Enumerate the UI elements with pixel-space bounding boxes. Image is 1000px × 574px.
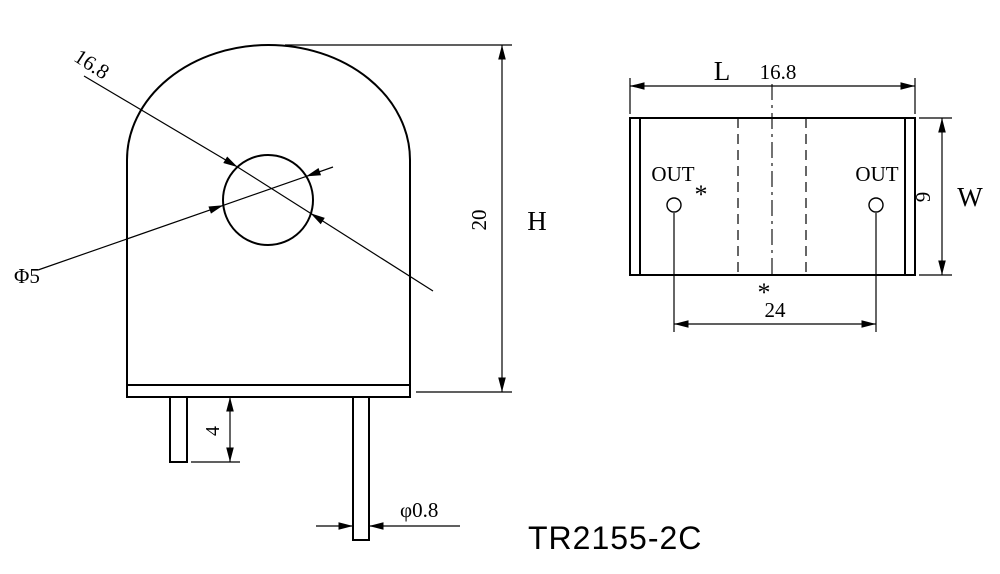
dim-core-od-label: 16.8: [70, 44, 114, 84]
dim-line: [37, 204, 224, 271]
part-number-title: TR2155-2C: [528, 520, 702, 556]
side-pin-left: [666, 197, 682, 213]
dim-height-letter: H: [527, 206, 547, 236]
dim-width-letter: W: [957, 182, 983, 212]
out-label-right: OUT: [855, 162, 898, 186]
dim-pin-length-label: 4: [202, 426, 224, 436]
dim-line: [310, 212, 434, 292]
dimension-length: L 16.8: [629, 56, 916, 114]
dim-height-value: 20: [467, 210, 491, 231]
polarity-asterisk-top: *: [695, 180, 708, 209]
center-hole: [222, 154, 314, 246]
dim-pin-dia-label: φ0.8: [400, 498, 438, 522]
dim-line: [83, 75, 239, 168]
out-label-left: OUT: [651, 162, 694, 186]
dim-length-value: 16.8: [760, 60, 797, 84]
dimension-pin-dia: φ0.8: [316, 498, 460, 530]
dimension-pin-length: 4: [191, 396, 240, 463]
front-view: 16.8 Φ5 20 H 4 φ0.8: [14, 44, 547, 541]
dim-pin-spacing-label: 24: [765, 298, 787, 322]
side-pin-right: [868, 197, 884, 213]
polarity-asterisk-bottom: *: [758, 278, 771, 307]
dimension-height: 20 H: [285, 44, 547, 393]
dim-line: [305, 166, 334, 177]
left-pin: [169, 396, 188, 463]
dimension-pin-spacing: 24: [673, 213, 877, 332]
right-pin: [352, 396, 370, 541]
dim-hole-dia-label: Φ5: [14, 264, 40, 288]
dimension-width: 9 W: [911, 117, 983, 276]
dim-width-value: 9: [911, 192, 935, 203]
dim-line: [237, 166, 311, 214]
dim-length-letter: L: [714, 56, 731, 86]
dim-line: [223, 175, 307, 206]
side-view: L 16.8 OUT OUT * * 9 W 24: [629, 56, 983, 332]
dimension-hole-dia: Φ5: [14, 166, 334, 288]
